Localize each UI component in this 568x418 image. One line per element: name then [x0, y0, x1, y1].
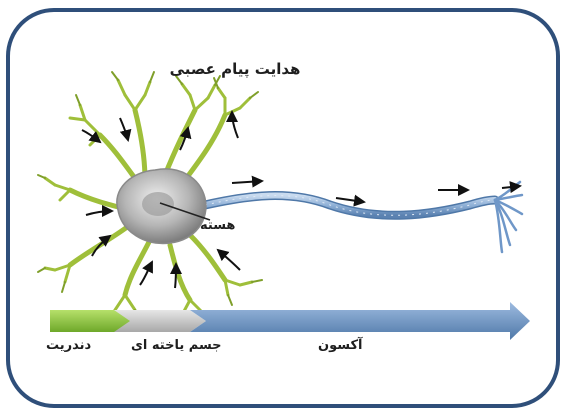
dendrite-label: دندریت [46, 339, 91, 352]
bar-dendrite [50, 310, 130, 332]
nucleus-label: هسته [200, 219, 235, 232]
diagram-title: هدایت پیام عصبی [150, 62, 320, 77]
cell-body-label: جسم یاخته ای [131, 339, 222, 352]
nucleus-body [142, 192, 174, 216]
axon-label: آکسون [318, 339, 363, 352]
